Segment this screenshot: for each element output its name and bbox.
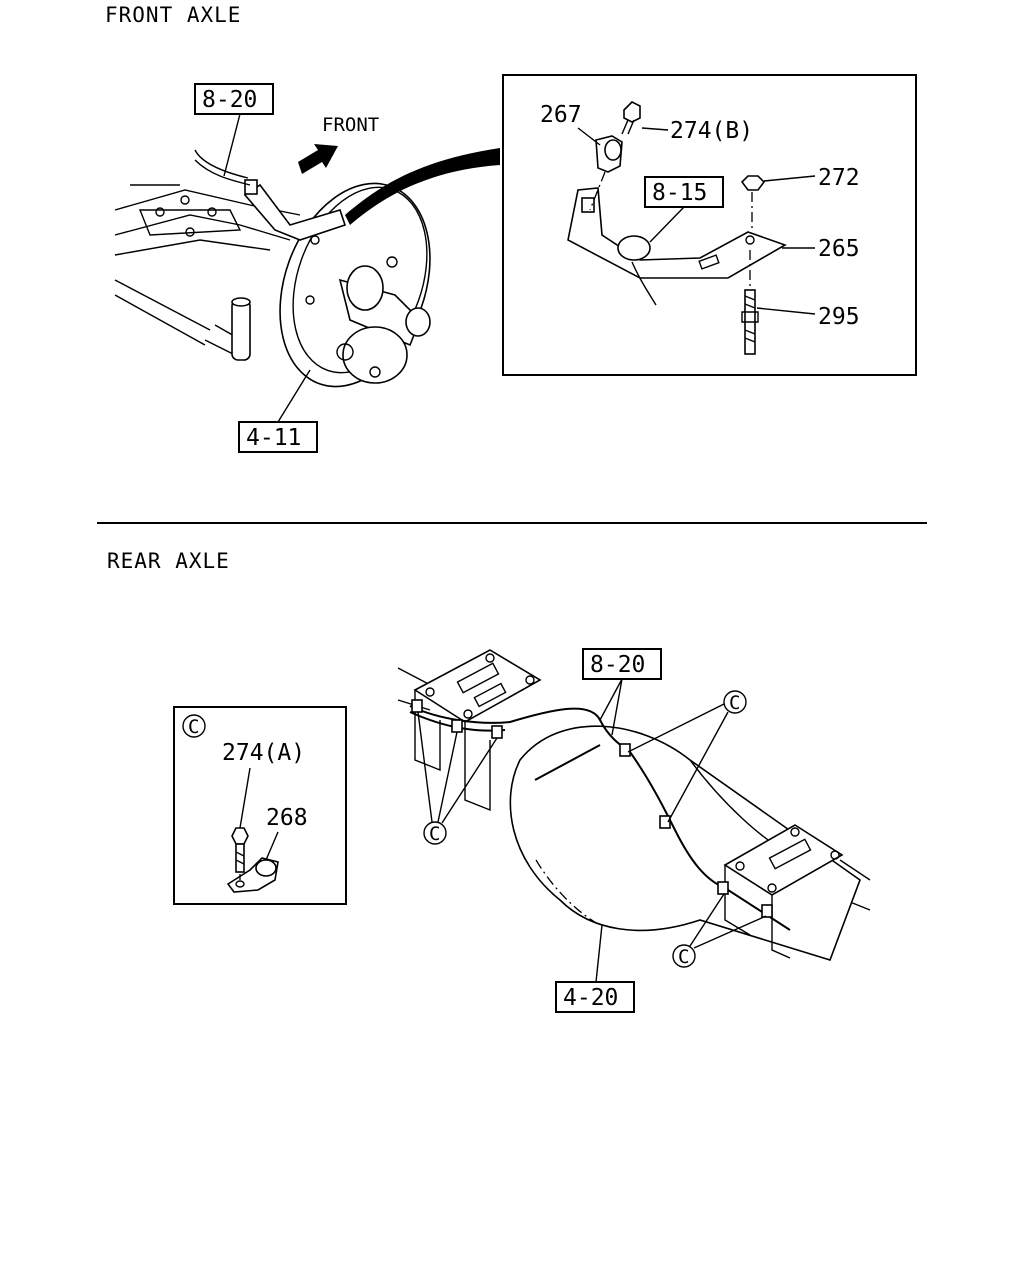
part-265-label: 265 (818, 236, 860, 262)
ref-box-4-11: 4-11 (238, 369, 318, 453)
part-268-label: 268 (266, 805, 308, 831)
front-direction-label: FRONT (322, 114, 379, 136)
front-direction-arrow (298, 144, 338, 174)
ref-label-rear-8-20: 8-20 (590, 652, 645, 678)
part-272-label: 272 (818, 165, 860, 191)
part-295-label: 295 (818, 304, 860, 330)
rear-axle-illustration (397, 649, 871, 961)
ref-label-4-20: 4-20 (563, 985, 618, 1011)
clip-marker-left: C (417, 711, 498, 845)
ref-label-front-8-20: 8-20 (202, 87, 257, 113)
svg-text:C: C (678, 946, 689, 968)
rear-axle-heading: REAR AXLE (107, 549, 230, 573)
front-axle-heading: FRONT AXLE (105, 3, 241, 27)
ref-box-front-8-20: 8-20 (194, 83, 274, 177)
part-274a-label: 274(A) (222, 740, 305, 766)
ref-box-rear-8-20: 8-20 (582, 648, 662, 736)
clip-marker-lower-right: C (672, 893, 767, 968)
front-axle-illustration (114, 148, 500, 388)
ref-label-4-11: 4-11 (246, 425, 301, 451)
svg-text:C: C (729, 692, 740, 714)
svg-text:C: C (429, 823, 440, 845)
rear-detail-panel: C 274(A) 268 (173, 706, 347, 905)
ref-box-4-20: 4-20 (555, 924, 635, 1013)
front-detail-panel: 267 274(B) 272 265 295 8-15 (502, 74, 917, 376)
part-274b-label: 274(B) (670, 118, 753, 144)
clip-marker-upper-right: C (627, 690, 747, 823)
part-267-label: 267 (540, 102, 582, 128)
ref-label-8-15: 8-15 (652, 180, 707, 206)
rear-detail-marker: C (188, 716, 199, 738)
